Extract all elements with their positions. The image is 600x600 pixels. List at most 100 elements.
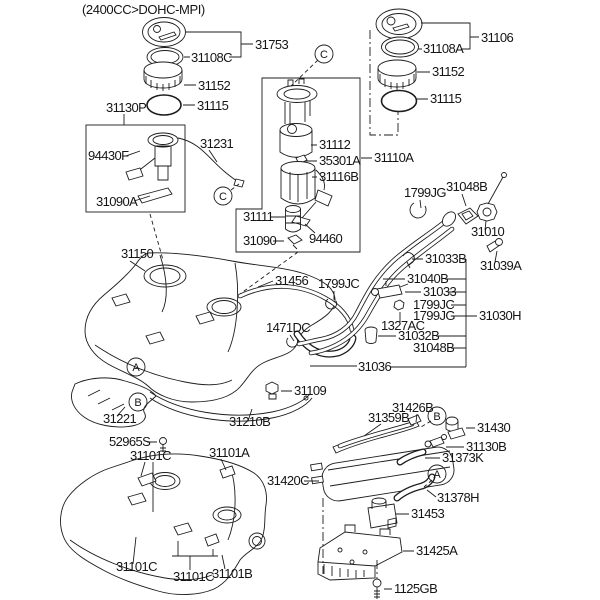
part-label-31453: 31453 xyxy=(411,506,445,521)
fuel-tank xyxy=(84,252,357,403)
clamp-1799jg xyxy=(409,202,427,219)
valve-31033 xyxy=(376,284,403,299)
grommet-31032b xyxy=(364,326,378,344)
part-label-31109: 31109 xyxy=(294,383,327,398)
canister-assembly xyxy=(310,414,466,599)
part-label-31010: 31010 xyxy=(471,224,505,239)
part-label-31032B: 31032B xyxy=(398,328,439,343)
part-label-31101C: 31101C xyxy=(130,448,171,463)
part-label-31033: 31033 xyxy=(423,284,457,299)
bolt-31109 xyxy=(265,381,279,400)
part-label-31115: 31115 xyxy=(430,91,462,106)
part-label-31130P: 31130P xyxy=(106,100,146,115)
part-label-31048B: 31048B xyxy=(446,179,487,194)
part-label-31106: 31106 xyxy=(481,30,514,45)
part-label-31101A: 31101A xyxy=(209,445,250,460)
part-label-1125GB: 1125GB xyxy=(394,581,437,596)
part-label-31090: 31090 xyxy=(243,233,277,248)
part-label-31221: 31221 xyxy=(103,411,137,426)
leader-lines xyxy=(116,22,498,590)
part-label-94460: 94460 xyxy=(309,231,343,246)
part-label-31110A: 31110A xyxy=(374,150,414,165)
svg-text:C: C xyxy=(219,191,227,203)
part-label-31456: 31456 xyxy=(275,273,309,288)
part-label-31115: 31115 xyxy=(197,98,229,113)
part-label-94430F: 94430F xyxy=(88,148,129,163)
part-label-31152: 31152 xyxy=(198,78,231,93)
part-label-31116B: 31116B xyxy=(319,169,358,184)
sender-float-wire xyxy=(315,169,325,191)
part-label-31378H: 31378H xyxy=(437,490,479,505)
clamp-1799jc xyxy=(325,298,338,310)
part-label-1799JG: 1799JG xyxy=(413,308,455,323)
valve-31430 xyxy=(445,416,459,426)
part-label-31101C: 31101C xyxy=(116,559,157,574)
nut-1327ac xyxy=(393,299,405,311)
svg-text:C: C xyxy=(320,49,328,61)
part-label-31426B: 31426B xyxy=(392,400,433,415)
part-label-31048B: 31048B xyxy=(413,340,454,355)
callout-b: B xyxy=(427,406,447,426)
part-label-31231: 31231 xyxy=(200,136,234,151)
bracket-31048b xyxy=(457,207,479,225)
part-number-labels: 3175331108C311523111531130P94430F31090A3… xyxy=(88,30,523,596)
part-label-31040B: 31040B xyxy=(407,271,448,286)
svg-text:B: B xyxy=(433,411,440,423)
part-label-31108A: 31108A xyxy=(423,41,464,56)
part-label-31359B: 31359B xyxy=(368,410,409,425)
fuel-cap-assembly-right xyxy=(375,8,423,113)
part-label-31030H: 31030H xyxy=(479,308,521,323)
part-label-1327AC: 1327AC xyxy=(381,318,425,333)
part-label-31112: 31112 xyxy=(319,137,351,152)
part-label-31039A: 31039A xyxy=(480,258,522,273)
svg-text:A: A xyxy=(132,362,140,374)
part-label-31108C: 31108C xyxy=(191,50,232,65)
part-label-31152: 31152 xyxy=(432,64,465,79)
bracket-31425a xyxy=(317,531,403,567)
part-label-31090A: 31090A xyxy=(96,194,138,209)
svg-text:B: B xyxy=(134,397,141,409)
part-label-31430: 31430 xyxy=(477,420,511,435)
callout-a: A xyxy=(427,464,447,484)
fuel-pump-module-box xyxy=(235,77,361,253)
assembly-axis-lines xyxy=(149,30,399,580)
part-label-1799JC: 1799JC xyxy=(318,276,359,291)
callout-c: C xyxy=(213,186,233,206)
valve-31453 xyxy=(367,503,398,529)
bolt-1125gb xyxy=(372,578,382,588)
part-label-35301A: 35301A xyxy=(319,153,361,168)
part-label-31420C: 31420C xyxy=(267,473,309,488)
screw-52965s xyxy=(159,437,167,445)
part-label-1799JC: 1799JC xyxy=(413,297,454,312)
callout-c: C xyxy=(314,44,334,64)
callout-a: A xyxy=(126,357,146,377)
part-label-31373K: 31373K xyxy=(442,450,484,465)
part-label-1799JG: 1799JG xyxy=(404,185,446,200)
fuel-sender-box xyxy=(85,124,245,213)
connector-31426b xyxy=(407,414,422,426)
fuel-cap-assembly-left xyxy=(142,17,186,116)
svg-text:A: A xyxy=(433,469,441,481)
sensor-31130b xyxy=(429,436,445,448)
engine-variant-header: (2400CC>DOHC-MPI) xyxy=(82,2,205,17)
part-label-31111: 31111 xyxy=(243,209,274,224)
cap-31010 xyxy=(476,202,498,222)
part-label-31036: 31036 xyxy=(358,359,392,374)
callout-b: B xyxy=(128,392,148,412)
heat-protector-shield xyxy=(60,453,267,595)
part-label-31101C: 31101C xyxy=(173,569,214,584)
view-callouts: C C A B B A xyxy=(126,44,447,484)
part-label-31101B: 31101B xyxy=(212,566,252,581)
clamp-1471dc xyxy=(286,337,299,348)
filler-pipe-assembly xyxy=(296,172,507,356)
part-label-1471DC: 1471DC xyxy=(266,320,310,335)
part-label-31753: 31753 xyxy=(255,37,289,52)
part-label-31130B: 31130B xyxy=(466,439,506,454)
part-label-31150: 31150 xyxy=(121,246,154,261)
clip-31033b xyxy=(402,251,415,269)
tank-band-and-protector xyxy=(71,377,313,452)
part-label-31425A: 31425A xyxy=(416,543,458,558)
part-label-31210B: 31210B xyxy=(229,414,270,429)
